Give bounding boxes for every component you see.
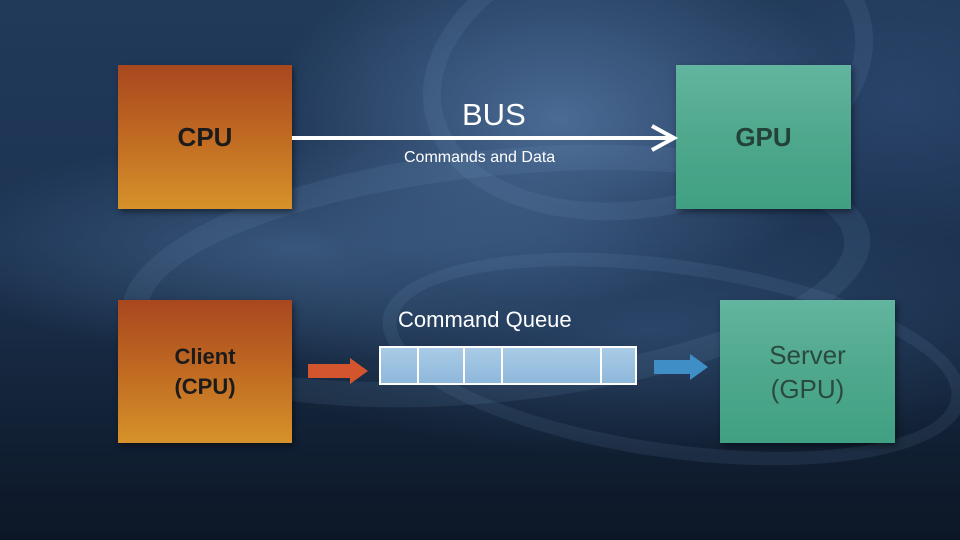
cpu-label: CPU	[177, 121, 233, 152]
command-queue	[379, 346, 637, 385]
command-queue-label: Command Queue	[398, 307, 572, 332]
gpu-label: GPU	[735, 121, 792, 152]
dequeue-arrow	[654, 354, 708, 380]
queue-divider	[417, 348, 419, 383]
server-box: Server (GPU)	[720, 300, 895, 443]
client-label-line1: Client	[174, 343, 236, 369]
cpu-box: CPU	[118, 65, 292, 209]
server-label-line1: Server	[769, 339, 846, 370]
bus-caption: Commands and Data	[404, 149, 556, 166]
queue-divider	[463, 348, 465, 383]
queue-divider	[501, 348, 503, 383]
queue-divider	[600, 348, 602, 383]
bus-arrow	[292, 124, 679, 152]
gpu-box: GPU	[676, 65, 851, 209]
client-box: Client (CPU)	[118, 300, 292, 443]
enqueue-arrow	[308, 358, 368, 384]
bus-label: BUS	[462, 97, 526, 132]
server-label-line2: (GPU)	[770, 373, 845, 404]
client-label-line2: (CPU)	[174, 373, 236, 399]
